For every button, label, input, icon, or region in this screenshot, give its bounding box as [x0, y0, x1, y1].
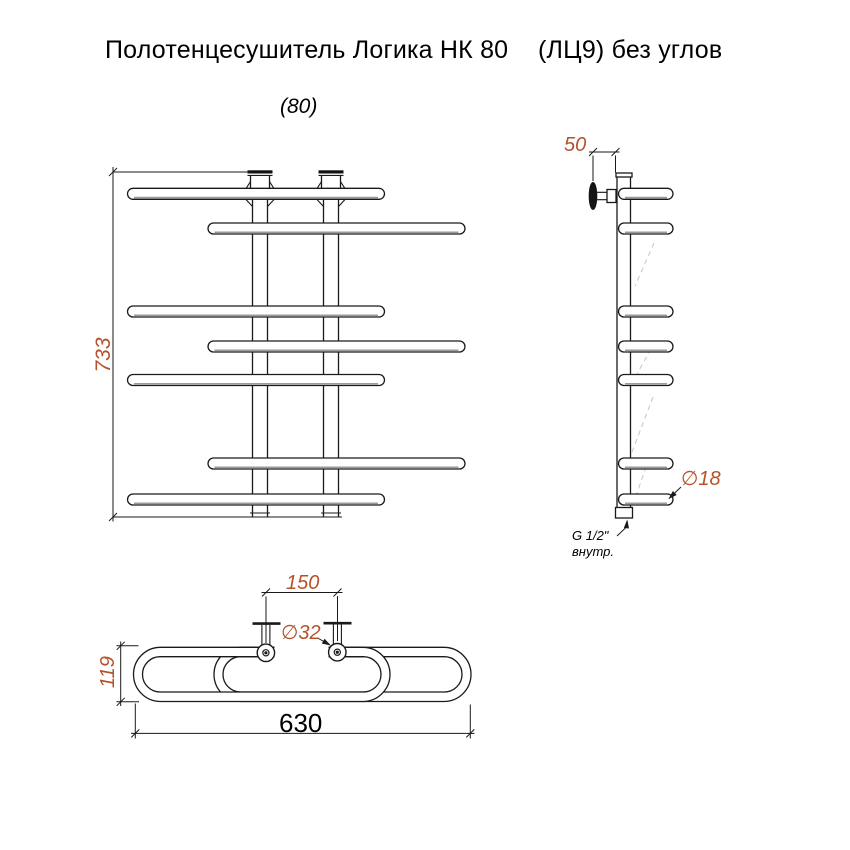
diameter-18-text: ∅18	[681, 468, 721, 490]
riser-section-right	[327, 642, 347, 662]
dim-119-lines	[116, 641, 139, 707]
bar-stub	[617, 222, 674, 235]
towel-bar	[207, 222, 466, 235]
towel-bars-front	[126, 187, 466, 506]
dim-733-lines	[108, 167, 342, 522]
title-variant: (ЛЦ9) без углов	[538, 36, 723, 64]
loop-left	[132, 646, 391, 703]
bar-stub	[617, 373, 674, 387]
side-view	[588, 147, 682, 537]
thread-note-line2: внутр.	[572, 544, 614, 559]
dim-150-text: 150	[286, 572, 320, 594]
dim-50-lines	[588, 147, 620, 181]
riser-section-left	[256, 643, 276, 663]
leader-diameter-18	[668, 486, 682, 500]
dim-733-text: 733	[92, 337, 115, 373]
dim-119-text: 119	[96, 656, 119, 688]
diameter-32-text: ∅32	[281, 622, 321, 644]
towel-bar	[126, 187, 386, 200]
front-view	[108, 167, 466, 522]
bar-stub	[617, 305, 674, 318]
thread-note-line1: G 1/2"	[572, 528, 609, 543]
bar-stub	[617, 340, 674, 353]
title-model: Полотенцесушитель Логика НК 80	[105, 36, 509, 64]
towel-bar	[207, 340, 466, 353]
leader-thread-note	[616, 519, 629, 537]
towel-bar	[126, 305, 386, 318]
dim-150-lines	[261, 588, 343, 597]
towel-bar	[126, 493, 386, 506]
dim-630-text: 630	[279, 708, 323, 738]
towel-bars-side	[617, 187, 674, 506]
dim-50-text: 50	[564, 134, 587, 156]
plan-view	[116, 588, 475, 739]
bar-stub	[617, 187, 674, 200]
bottom-connection	[614, 506, 634, 519]
towel-bar	[207, 457, 466, 470]
wall-bracket	[588, 182, 617, 210]
dim-630-lines	[130, 703, 475, 739]
front-width-label: (80)	[280, 95, 318, 118]
bar-stub	[617, 457, 674, 470]
towel-bar	[126, 373, 386, 387]
leader-diameter-32	[318, 638, 331, 646]
bar-stub	[617, 493, 674, 506]
